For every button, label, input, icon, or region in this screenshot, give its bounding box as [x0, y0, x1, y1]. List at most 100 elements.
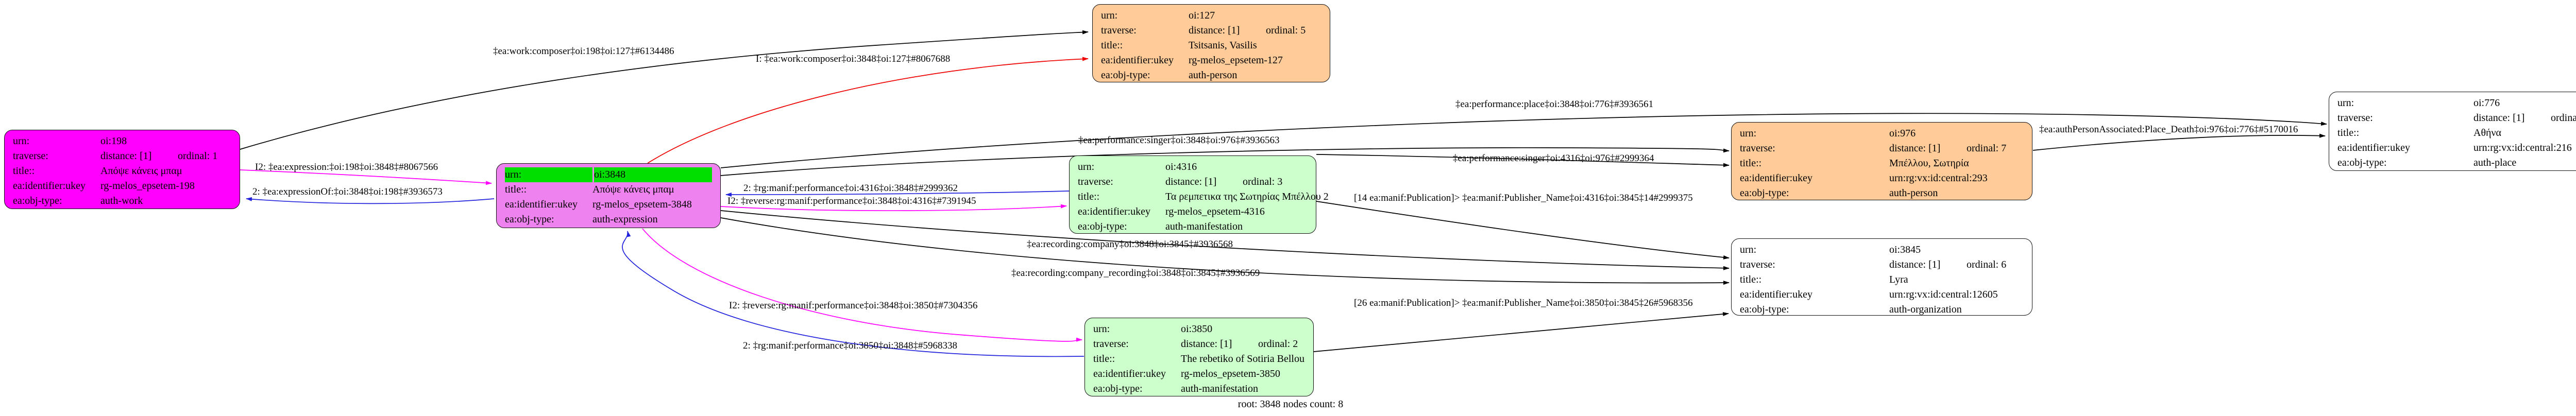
node-row: title::Μπέλλου, Σωτηρία [1740, 156, 2024, 171]
field-value: oi:127 [1189, 10, 1215, 21]
field-key: ea:identifier:ukey [13, 180, 86, 192]
edge-manif-performance-4316-3848 [725, 190, 1070, 197]
field-key: ea:identifier:ukey [2337, 142, 2411, 153]
field-key: ea:obj-type: [2337, 157, 2387, 168]
field-key: title:: [505, 184, 527, 195]
field-key: urn: [1740, 128, 1757, 139]
node-oi-127[interactable]: urn:oi:127 traverse: distance: [1] ordinal:… [1092, 4, 1330, 82]
field-key: title:: [1740, 158, 1762, 169]
edge-publisher-name-3850-3845 [1313, 312, 1729, 352]
node-row: title::Απόψε κάνεις μπαμ [13, 164, 231, 179]
field-value: distance: [1] [2473, 112, 2525, 124]
node-row: urn:oi:127 [1101, 8, 1321, 23]
field-value-ordinal: ordinal: 1 [178, 150, 218, 162]
edge-label-reverse-manif-performance-3848-4316: I2: ‡reverse:rg:manif:performance‡oi:384… [727, 196, 976, 206]
field-key: urn: [1078, 161, 1095, 172]
field-value: The rebetiko of Sotiria Bellou [1181, 353, 1304, 365]
node-row: urn:oi:198 [13, 134, 231, 149]
field-value: rg-melos_epsetem-3850 [1181, 368, 1280, 379]
field-key: ea:obj-type: [13, 195, 62, 206]
edge-performance-place-3848-776 [720, 113, 2327, 168]
field-value-ordinal: ordinal: 5 [1266, 25, 1306, 36]
edge-label-expressionof-3848-198: 2: ‡ea:expressionOf:‡oi:3848‡oi:198‡#393… [252, 186, 443, 197]
edge-label-publisher-name-4316-3845: [14 ea:manif:Publication]> ‡ea:manif:Pub… [1354, 193, 1693, 203]
node-row: title::Lyra [1740, 272, 2024, 287]
field-key: ea:identifier:ukey [1093, 368, 1166, 379]
field-key: urn: [1740, 244, 1757, 255]
node-row: ea:obj-type: auth-person [1101, 68, 1321, 83]
field-key: traverse: [2337, 112, 2373, 124]
edge-label-performance-place-3848-776: ‡ea:performance:place‡oi:3848‡oi:776‡#39… [1455, 99, 1653, 110]
node-row: urn: oi:3845 [1740, 242, 2024, 257]
edge-label-recording-company-recording-3848-3845: ‡ea:recording:company_recording‡oi:3848‡… [1011, 268, 1260, 279]
field-key: title:: [1740, 274, 1762, 285]
field-key: traverse: [1093, 338, 1129, 350]
field-value: urn:rg:vx:id:central:293 [1889, 172, 1988, 184]
field-key: ea:obj-type: [1093, 383, 1143, 394]
node-row: ea:obj-type:auth-manifestation [1093, 382, 1305, 396]
node-row: urn:oi:3850 [1093, 322, 1305, 337]
node-row: ea:obj-type:auth-manifestation [1078, 219, 1308, 234]
node-row: urn:oi:776 [2337, 96, 2576, 111]
field-key: ea:identifier:ukey [505, 199, 578, 210]
field-key: ea:obj-type: [505, 214, 554, 225]
field-value: oi:4316 [1165, 161, 1197, 172]
field-value: Απόψε κάνεις μπαμ [100, 165, 182, 177]
edge-label-performance-singer-4316-976: ‡ea:performance:singer‡oi:4316‡oi:976‡#2… [1453, 153, 1654, 164]
field-value: auth-person [1189, 70, 1238, 81]
field-value: Απόψε κάνεις μπαμ [592, 184, 674, 195]
edge-label-authpersonassociated-place-death-976-776: ‡ea:authPersonAssociated:Place_Death‡oi:… [2039, 124, 2298, 135]
edge-label-manif-performance-4316-3848: 2: ‡rg:manif:performance‡oi:4316‡oi:3848… [743, 183, 958, 194]
field-key: traverse: [13, 150, 48, 162]
field-value: distance: [1] [1189, 25, 1240, 36]
field-value: rg-melos_epsetem-127 [1189, 55, 1283, 66]
field-key: ea:obj-type: [1078, 221, 1127, 232]
edge-reverse-manif-performance-3848-3850 [642, 228, 1082, 342]
field-value: Αθήνα [2473, 127, 2502, 138]
field-value: distance: [1] [1889, 259, 1941, 270]
node-row: traverse:distance: [1]ordinal: 7 [1740, 141, 2024, 156]
edge-authpersonassociated-place-death-976-776 [2032, 133, 2326, 151]
field-key: traverse: [1078, 176, 1113, 187]
field-key: ea:identifier:ukey [1740, 172, 1813, 184]
node-row: ea:obj-type:auth-place [2337, 155, 2576, 170]
node-oi-976[interactable]: urn: oi:976 traverse:distance: [1]ordinal:… [1731, 122, 2032, 200]
field-key: ea:obj-type: [1740, 304, 1789, 315]
field-key: ea:obj-type: [1101, 70, 1150, 81]
field-value: auth-work [100, 195, 143, 206]
field-value-ordinal: ordinal: 4 [2551, 112, 2576, 124]
field-key: traverse: [1101, 25, 1137, 36]
field-value: oi:3845 [1889, 244, 1921, 255]
field-value: Τα ρεμπετικα της Σωτηρίας Μπέλλου 2 [1165, 191, 1329, 202]
field-value: oi:3850 [1181, 323, 1213, 335]
node-row: traverse:distance: [1]ordinal: 2 [1093, 337, 1305, 352]
field-value: oi:976 [1889, 128, 1916, 139]
node-row: ea:identifier:ukey rg-melos_epsetem-3850 [1093, 367, 1305, 382]
node-row: title::Απόψε κάνεις μπαμ [505, 182, 712, 197]
field-value: oi:198 [100, 135, 127, 147]
field-value: distance: [1] [1181, 338, 1232, 350]
field-value: Μπέλλου, Σωτηρία [1889, 158, 1969, 169]
field-value: rg-melos_epsetem-198 [100, 180, 195, 192]
edge-performance-singer-3848-976 [720, 147, 1730, 176]
edge-label-manif-performance-3850-3848: 2: ‡rg:manif:performance‡oi:3850‡oi:3848… [743, 340, 957, 351]
node-row: traverse: distance: [1] ordinal: 4 [2337, 111, 2576, 126]
node-row: title::Τα ρεμπετικα της Σωτηρίας Μπέλλου… [1078, 189, 1329, 204]
field-value-ordinal: ordinal: 6 [1967, 259, 2007, 270]
field-key: ea:obj-type: [1740, 187, 1789, 199]
field-value: auth-organization [1889, 304, 1962, 315]
field-key: ea:identifier:ukey [1078, 206, 1151, 217]
field-value: distance: [1] [1165, 176, 1217, 187]
